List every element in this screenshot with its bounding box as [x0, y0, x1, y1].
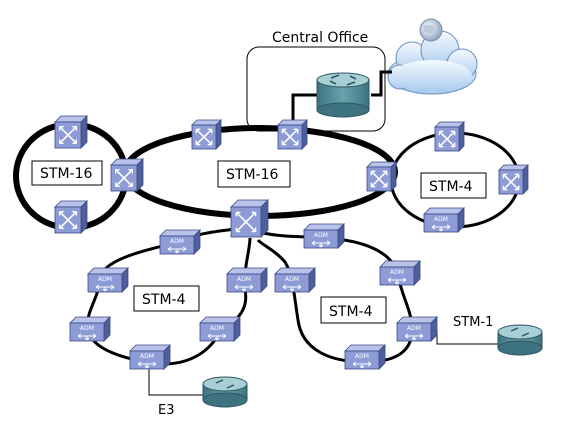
svg-text:STM-4: STM-4 — [329, 304, 373, 320]
svg-text:STM-16: STM-16 — [40, 166, 92, 182]
dxc-left-bottom-switch-icon — [54, 200, 88, 234]
svg-text:ADM: ADM — [210, 325, 224, 332]
globe-icon — [419, 18, 443, 42]
svg-text:ADM: ADM — [407, 325, 421, 332]
e3-label: E3 — [158, 403, 175, 418]
svg-text:ADM: ADM — [237, 276, 251, 283]
svg-text:ADM: ADM — [285, 276, 299, 283]
svg-text:STM-4: STM-4 — [142, 292, 186, 308]
adm-ll-mid-icon: ADM — [226, 267, 268, 293]
svg-text:ADM: ADM — [80, 325, 94, 332]
adm-ll-top-icon: ADM — [159, 229, 201, 255]
cloud-icon — [387, 30, 478, 95]
svg-text:ADM: ADM — [98, 276, 112, 283]
svg-text:STM-16: STM-16 — [226, 167, 278, 183]
adm-ll-bottom-icon: ADM — [129, 344, 171, 370]
svg-text:STM-4: STM-4 — [429, 179, 473, 195]
label-lower-left-stm4: STM-4 — [133, 285, 200, 312]
svg-text:ADM: ADM — [434, 216, 448, 223]
svg-text:ADM: ADM — [140, 353, 154, 360]
stm1-label: STM-1 — [453, 315, 493, 330]
dxc-right-side-switch-icon — [498, 164, 529, 195]
label-left-stm16: STM-16 — [31, 160, 103, 186]
e3-link — [148, 368, 205, 396]
svg-text:ADM: ADM — [355, 353, 369, 360]
central-router-icon — [316, 72, 370, 118]
router-switch-link — [291, 93, 322, 122]
dxc-core-top-switch-icon — [191, 119, 222, 150]
adm-lr-right-icon: ADM — [379, 260, 421, 286]
label-lower-right-stm4: STM-4 — [320, 296, 387, 324]
adm-lr-left-icon: ADM — [274, 267, 316, 293]
adm-right-bottom-icon: ADM — [423, 207, 465, 233]
router-cloud-link — [371, 70, 392, 97]
stm1-router-icon — [497, 324, 543, 356]
label-right-stm4: STM-4 — [420, 172, 487, 199]
e3-router-icon — [202, 376, 248, 408]
adm-ll-left-icon: ADM — [87, 267, 129, 293]
label-core-stm16: STM-16 — [217, 160, 291, 188]
dxc-left-right-switch-icon — [110, 158, 144, 192]
dxc-right-top-switch-icon — [434, 121, 465, 152]
adm-ll-br-icon: ADM — [199, 316, 241, 342]
dxc-core-hub-switch-icon — [230, 199, 269, 238]
svg-text:ADM: ADM — [170, 238, 184, 245]
dxc-core-office-switch-icon — [277, 119, 308, 150]
adm-lr-bottom-right-icon: ADM — [396, 316, 438, 342]
central-office-label: Central Office — [272, 30, 368, 46]
adm-lr-bottom-icon: ADM — [344, 344, 386, 370]
svg-text:ADM: ADM — [390, 269, 404, 276]
adm-core-right-icon: ADM — [303, 223, 345, 249]
dxc-core-right-switch-icon — [366, 161, 397, 192]
svg-text:ADM: ADM — [314, 232, 328, 239]
dxc-left-top-switch-icon — [54, 115, 88, 149]
adm-ll-bl-icon: ADM — [69, 316, 111, 342]
